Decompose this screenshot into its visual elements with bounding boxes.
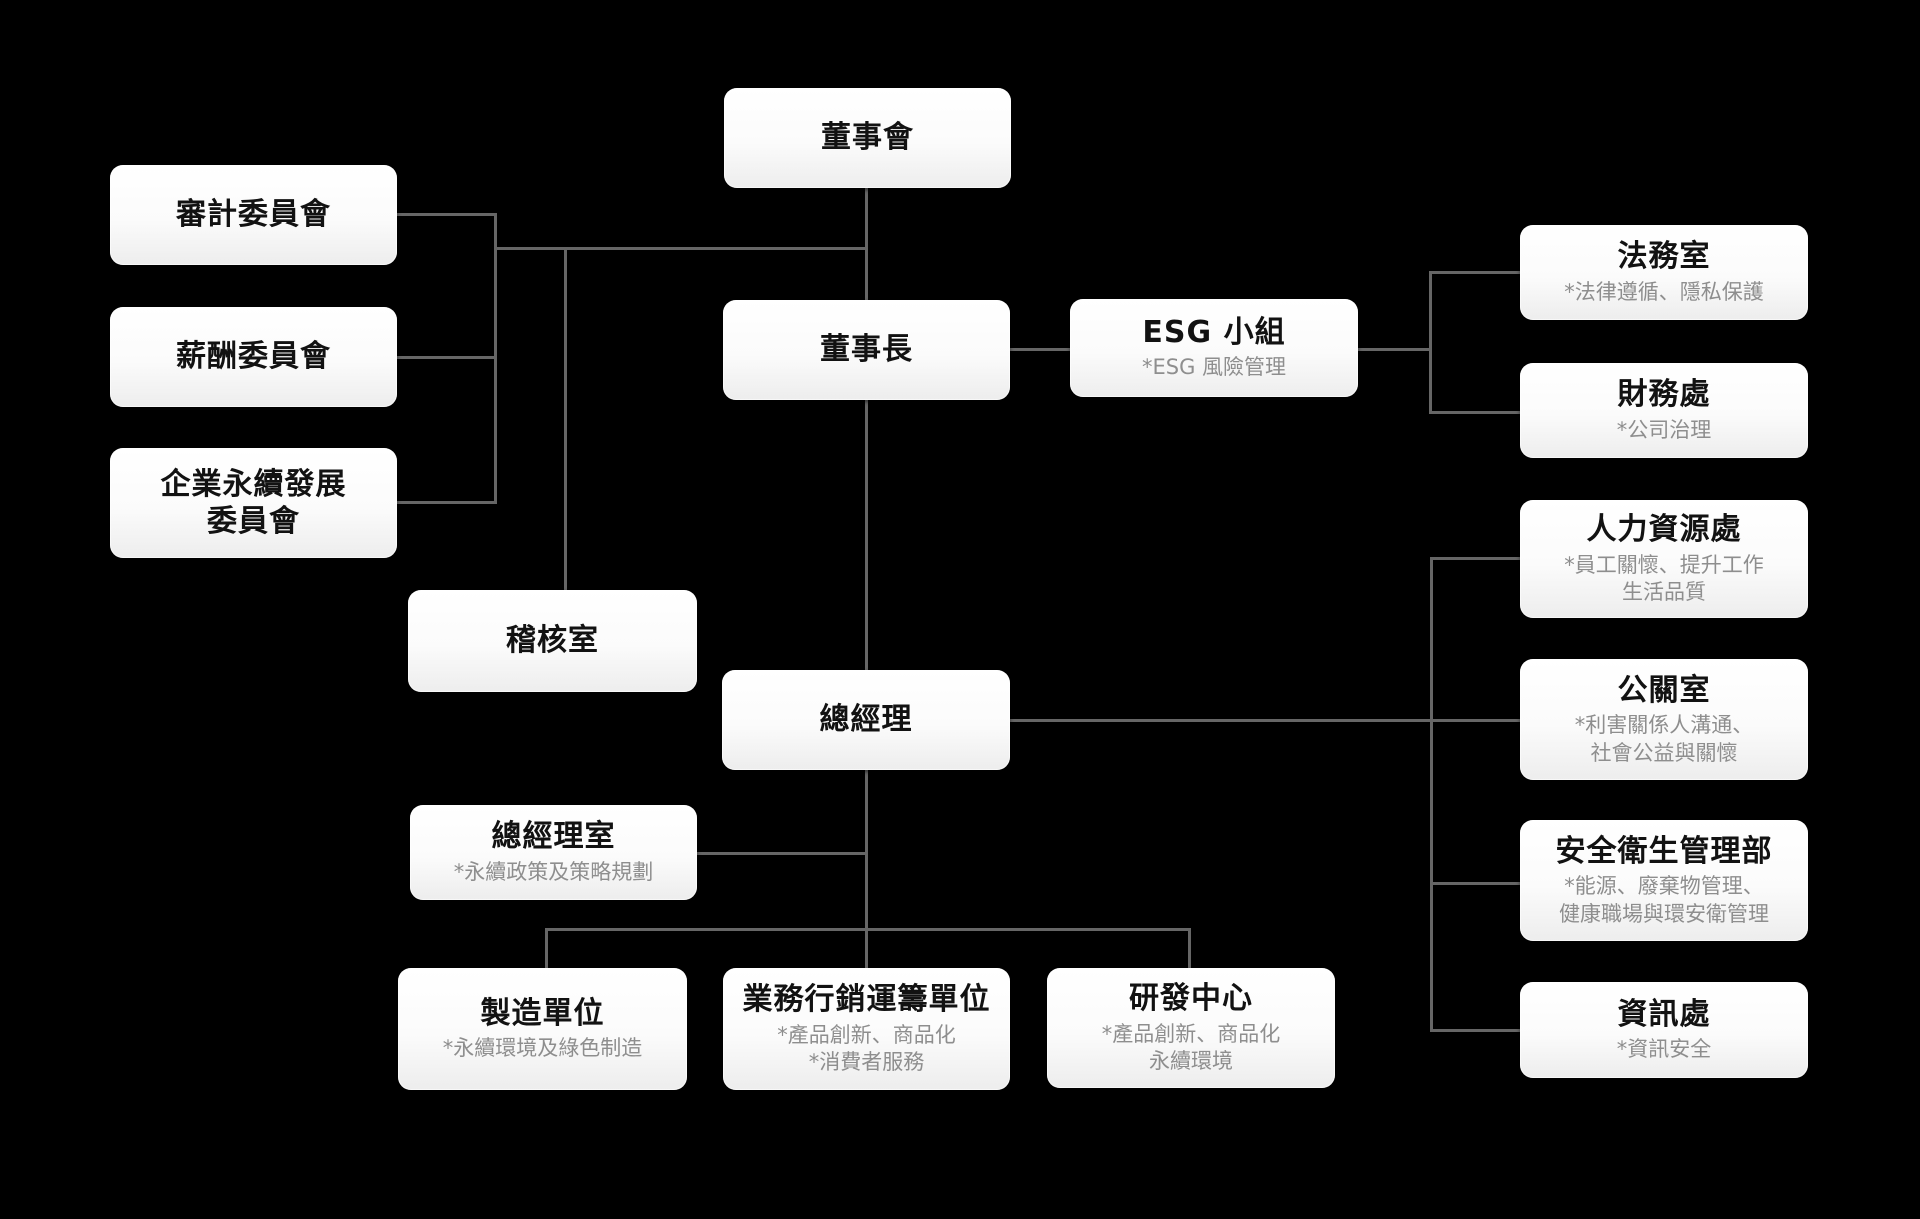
connector-gm-to-bottom-row <box>865 770 868 968</box>
node-pr-office: 公關室 *利害關係人溝通、 社會公益與關懷 <box>1520 659 1808 780</box>
connector-chairman-to-esg <box>1010 348 1070 351</box>
node-legal-office-title: 法務室 <box>1617 239 1711 275</box>
node-manufacturing-unit: 製造單位 *永續環境及綠色制造 <box>398 968 687 1090</box>
node-it-division: 資訊處 *資訊安全 <box>1520 982 1808 1078</box>
node-it-division-title: 資訊處 <box>1617 996 1711 1032</box>
node-rd-center: 研發中心 *產品創新、商品化 永續環境 <box>1047 968 1335 1088</box>
connector-audit-committee-stub <box>397 213 495 216</box>
connector-esg-junction-vertical <box>1429 271 1432 414</box>
connector-right-column-vertical <box>1430 557 1433 1031</box>
connector-gm-right-horizontal <box>1010 719 1432 722</box>
node-safety-health-dept: 安全衛生管理部 *能源、廢棄物管理、 健康職場與環安衛管理 <box>1520 820 1808 941</box>
node-gm-office-title: 總經理室 <box>491 819 616 855</box>
node-it-division-subtitle: *資訊安全 <box>1616 1037 1712 1062</box>
connector-safety-health-stub <box>1430 882 1520 885</box>
node-sales-marketing-logistics-unit-title: 業務行銷運籌單位 <box>742 982 991 1018</box>
node-gm-office: 總經理室 *永續政策及策略規劃 <box>410 805 697 900</box>
connector-legal-office-stub <box>1429 271 1520 274</box>
connector-it-division-stub <box>1430 1029 1520 1032</box>
node-sustainability-committee-title: 企業永續發展 委員會 <box>160 466 347 540</box>
node-compensation-committee-title: 薪酬委員會 <box>176 339 331 375</box>
connector-compensation-stub <box>397 356 495 359</box>
connector-sustainability-stub <box>397 501 495 504</box>
node-rd-center-title: 研發中心 <box>1129 981 1253 1017</box>
connector-committees-vertical <box>494 213 497 504</box>
node-finance-division-title: 財務處 <box>1617 377 1711 413</box>
connector-esg-junction-horizontal <box>1358 348 1431 351</box>
node-general-manager-title: 總經理 <box>819 702 913 738</box>
node-sales-marketing-logistics-unit-subtitle: *產品創新、商品化 *消費者服務 <box>777 1022 956 1075</box>
node-chairman: 董事長 <box>723 300 1010 400</box>
node-esg-team: ESG 小組 *ESG 風險管理 <box>1070 299 1358 397</box>
node-compensation-committee: 薪酬委員會 <box>110 307 397 407</box>
node-esg-team-title: ESG 小組 <box>1142 314 1286 350</box>
node-chairman-title: 董事長 <box>820 332 913 368</box>
node-hr-division-subtitle: *員工關懷、提升工作 生活品質 <box>1564 552 1764 605</box>
connector-board-left-horizontal <box>494 247 867 250</box>
node-general-manager: 總經理 <box>722 670 1010 770</box>
node-legal-office-subtitle: *法律遵循、隱私保護 <box>1564 279 1764 304</box>
connector-gm-office-stub <box>697 852 867 855</box>
node-sustainability-committee: 企業永續發展 委員會 <box>110 448 397 558</box>
node-legal-office: 法務室 *法律遵循、隱私保護 <box>1520 225 1808 320</box>
connector-drop-rd-center <box>1188 928 1191 968</box>
connector-audit-office-vertical <box>564 247 567 590</box>
node-audit-office-title: 稽核室 <box>506 623 599 659</box>
connector-drop-manufacturing <box>545 928 548 968</box>
node-audit-committee: 審計委員會 <box>110 165 397 265</box>
connector-board-to-chairman <box>865 186 868 300</box>
node-rd-center-subtitle: *產品創新、商品化 永續環境 <box>1101 1021 1281 1074</box>
connector-bottom-row-horizontal <box>545 928 1191 931</box>
node-finance-division: 財務處 *公司治理 <box>1520 363 1808 458</box>
node-pr-office-subtitle: *利害關係人溝通、 社會公益與關懷 <box>1574 713 1754 765</box>
connector-chairman-to-gm <box>865 400 868 670</box>
node-hr-division: 人力資源處 *員工關懷、提升工作 生活品質 <box>1520 500 1808 618</box>
node-sales-marketing-logistics-unit: 業務行銷運籌單位 *產品創新、商品化 *消費者服務 <box>723 968 1010 1090</box>
node-gm-office-subtitle: *永續政策及策略規劃 <box>453 859 654 884</box>
node-safety-health-dept-subtitle: *能源、廢棄物管理、 健康職場與環安衛管理 <box>1559 874 1769 926</box>
node-audit-committee-title: 審計委員會 <box>176 197 331 233</box>
connector-finance-division-stub <box>1429 411 1520 414</box>
node-pr-office-title: 公關室 <box>1617 672 1711 708</box>
connector-pr-office-stub <box>1430 719 1520 722</box>
node-board-of-directors: 董事會 <box>724 88 1011 188</box>
node-finance-division-subtitle: *公司治理 <box>1616 417 1712 442</box>
node-hr-division-title: 人力資源處 <box>1586 512 1742 548</box>
node-safety-health-dept-title: 安全衛生管理部 <box>1555 833 1773 869</box>
node-audit-office: 稽核室 <box>408 590 697 692</box>
connector-hr-division-stub <box>1430 557 1520 560</box>
node-manufacturing-unit-title: 製造單位 <box>480 995 605 1031</box>
node-esg-team-subtitle: *ESG 風險管理 <box>1141 355 1287 380</box>
node-board-of-directors-title: 董事會 <box>821 120 914 156</box>
node-manufacturing-unit-subtitle: *永續環境及綠色制造 <box>442 1036 643 1061</box>
